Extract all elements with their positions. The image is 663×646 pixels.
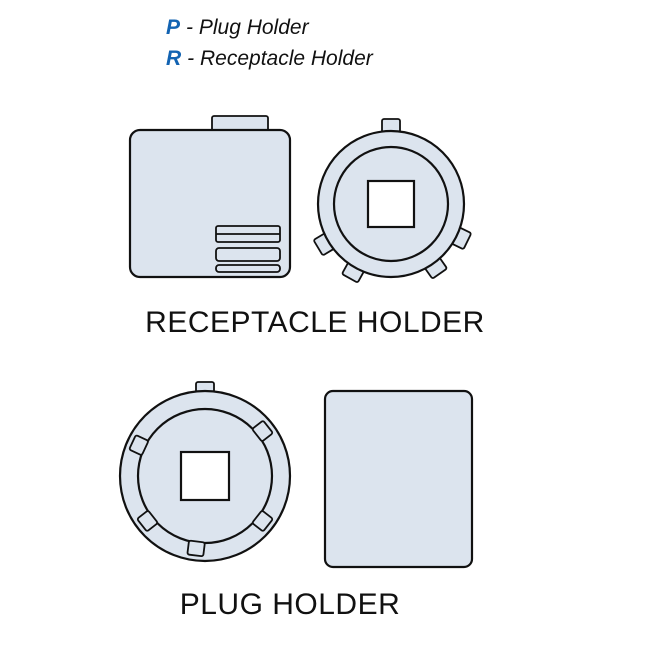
plug-lug — [186, 539, 206, 558]
legend-key-r: R — [166, 47, 182, 70]
plug-side-view — [323, 389, 474, 569]
receptacle-front-view — [313, 118, 472, 283]
legend-item-plug: P- Plug Holder — [166, 12, 373, 43]
plug-lug — [128, 434, 149, 456]
plug-front-view — [118, 381, 292, 563]
legend-label-receptacle: - Receptacle Holder — [187, 47, 373, 70]
receptacle-caption: RECEPTACLE HOLDER — [145, 306, 485, 339]
receptacle-slot-2 — [215, 247, 281, 262]
plug-lug — [251, 420, 274, 442]
receptacle-side-view — [128, 115, 292, 279]
plug-caption: PLUG HOLDER — [179, 588, 401, 621]
receptacle-center-hole — [366, 179, 416, 229]
plug-side-view-body — [323, 389, 474, 569]
plug-lug — [136, 510, 159, 532]
legend-key-p: P — [166, 16, 181, 39]
legend: P- Plug Holder R- Receptacle Holder — [166, 12, 373, 74]
receptacle-slot-3 — [215, 264, 281, 273]
legend-item-receptacle: R- Receptacle Holder — [166, 43, 373, 74]
plug-lug — [251, 510, 274, 532]
legend-label-plug: - Plug Holder — [186, 16, 309, 39]
plug-center-hole — [179, 450, 231, 502]
